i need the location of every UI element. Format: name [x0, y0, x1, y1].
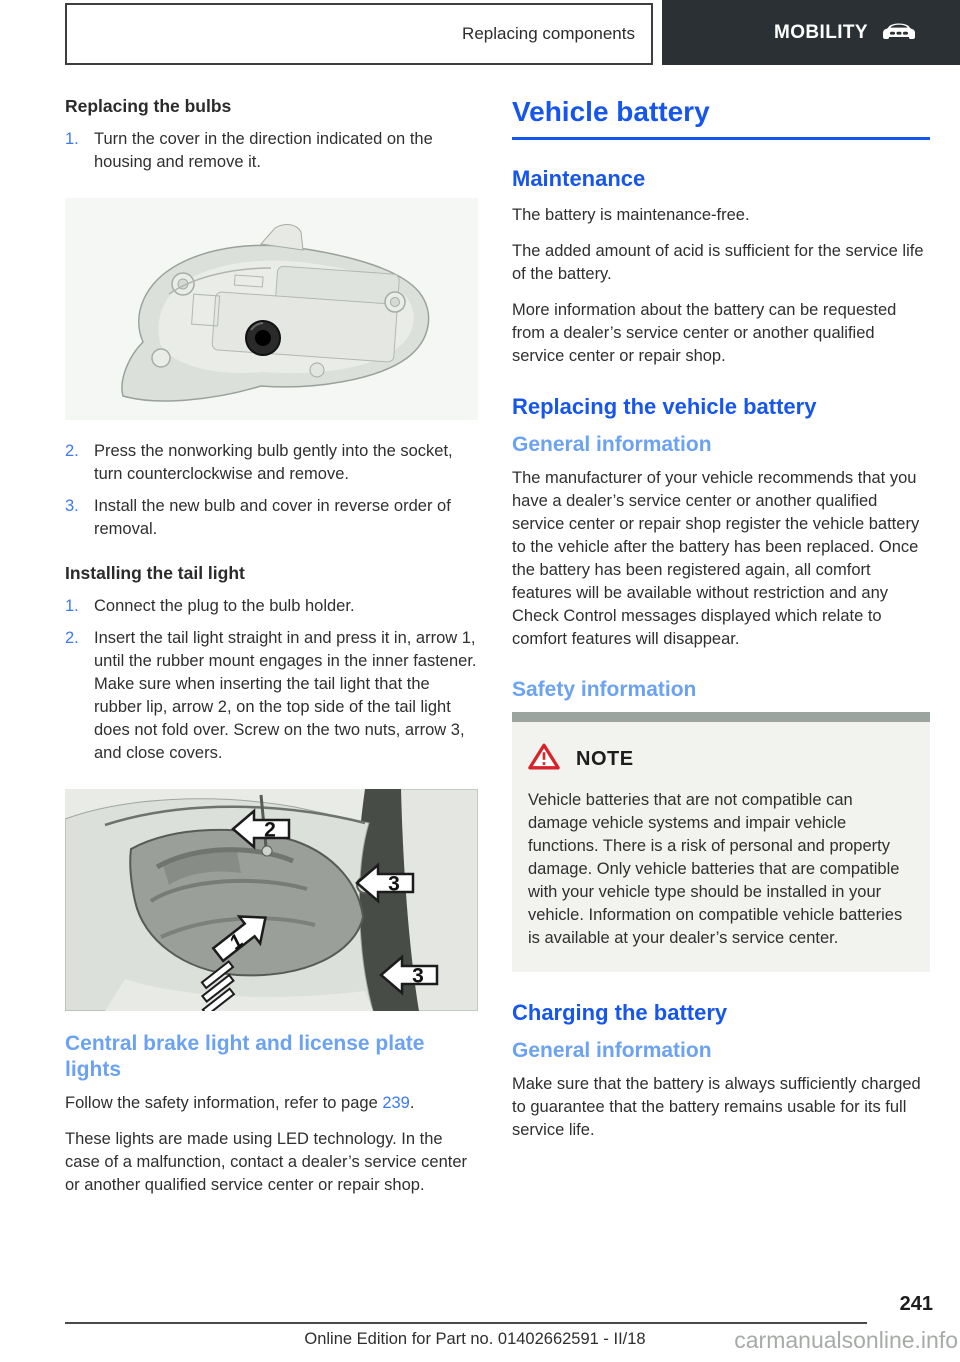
list-item: 1. Turn the cover in the direction indic…: [65, 128, 478, 174]
note-text: Vehicle batteries that are not compatibl…: [528, 791, 903, 947]
tail-light-installation-figure: 2 3 1 3: [64, 788, 479, 1017]
section-title-replacing-bulbs: Replacing the bulbs: [65, 96, 232, 116]
tail-light-housing-figure: [65, 198, 478, 420]
paragraph: Make sure that the battery is always suf…: [512, 1075, 921, 1139]
figure-arrow-3-lower: 3: [379, 954, 439, 996]
list-item: 3. Install the new bulb and cover in rev…: [65, 495, 478, 541]
note-label: NOTE: [576, 747, 634, 770]
list-item: 2. Insert the tail light straight in and…: [65, 627, 478, 765]
breadcrumb-label: Replacing components: [462, 24, 635, 43]
arrow-label: 3: [412, 965, 424, 988]
chapter-tab: MOBILITY: [662, 0, 960, 65]
chapter-label: MOBILITY: [774, 21, 868, 43]
step-number: 2.: [65, 442, 79, 460]
left-column: Replacing the bulbs 1. Turn the cover in…: [64, 96, 479, 1210]
step-text: Turn the cover in the direction indicate…: [94, 130, 433, 171]
subsection-title-general-information: General information: [512, 433, 712, 456]
page-number: 241: [899, 1293, 933, 1315]
subsection-title-safety-information: Safety information: [512, 678, 697, 701]
subsection-title-general-information-2: General information: [512, 1039, 712, 1062]
paragraph-text: Follow the safety information, refer to …: [65, 1094, 383, 1112]
figure-arrow-3-upper: 3: [355, 862, 415, 904]
paragraph-text: .: [409, 1094, 415, 1112]
breadcrumb: Replacing components: [65, 3, 653, 65]
right-column: Vehicle battery Maintenance The battery …: [512, 96, 930, 1155]
footer-divider: [65, 1322, 867, 1324]
warning-triangle-icon: [528, 742, 560, 776]
paragraph: The added amount of acid is sufficient f…: [512, 242, 924, 283]
edition-note: Online Edition for Part no. 01402662591 …: [304, 1330, 646, 1348]
section-title-charging-battery: Charging the battery: [512, 1000, 728, 1025]
section-title-replacing-battery: Replacing the vehicle battery: [512, 394, 817, 419]
list-item: 2. Press the nonworking bulb gently into…: [65, 440, 478, 486]
note-box: NOTE Vehicle batteries that are not comp…: [512, 712, 930, 972]
step-number: 1.: [65, 597, 79, 615]
list-item: 1. Connect the plug to the bulb holder.: [65, 595, 478, 618]
step-text: Install the new bulb and cover in revers…: [94, 497, 451, 538]
note-body: NOTE Vehicle batteries that are not comp…: [512, 722, 930, 972]
step-text: Press the nonworking bulb gently into th…: [94, 442, 453, 483]
step-text: Connect the plug to the bulb holder.: [94, 597, 355, 615]
page-reference-link[interactable]: 239: [382, 1094, 410, 1112]
paragraph: The manufacturer of your vehicle recomme…: [512, 469, 920, 648]
step-number: 1.: [65, 130, 79, 148]
arrow-label: 2: [264, 819, 276, 842]
step-number: 2.: [65, 629, 79, 647]
paragraph: The battery is maintenance-free.: [512, 206, 750, 224]
step-text: Insert the tail light straight in and pr…: [94, 629, 477, 762]
chapter-section-title: Vehicle battery: [512, 96, 930, 140]
note-header: NOTE: [528, 742, 914, 776]
paragraph: More information about the battery can b…: [512, 301, 897, 365]
section-title-maintenance: Maintenance: [512, 166, 646, 191]
section-title-central-brake-light: Central brake light and license plate li…: [65, 1032, 425, 1081]
car-icon: [882, 19, 916, 46]
paragraph: Follow the safety information, refer to …: [65, 1092, 478, 1115]
arrow-label: 3: [388, 873, 400, 896]
step-number: 3.: [65, 497, 79, 515]
paragraph: These lights are made using LED technolo…: [65, 1130, 468, 1194]
figure-arrow-2: 2: [231, 808, 291, 850]
section-title-installing-tail-light: Installing the tail light: [65, 563, 245, 583]
watermark: carmanualsonline.info: [734, 1327, 958, 1353]
note-top-bar: [512, 712, 930, 722]
